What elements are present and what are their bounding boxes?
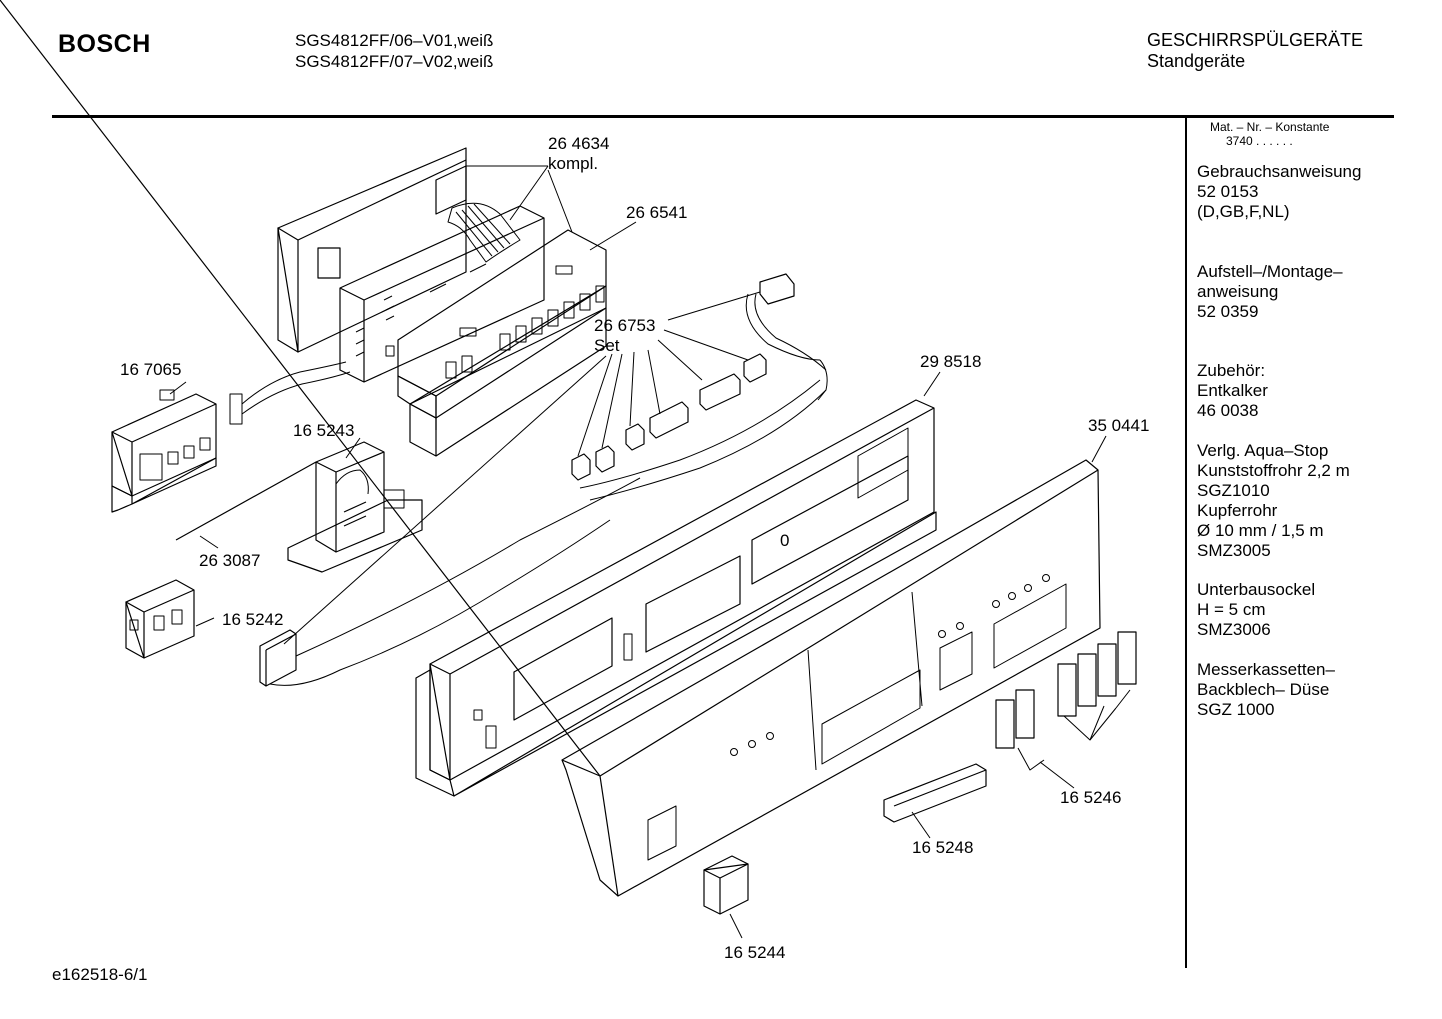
- leader-lines: [170, 166, 1106, 938]
- sidebar-line: SMZ3006: [1197, 620, 1271, 639]
- callout-350441: 35 0441: [1088, 416, 1150, 435]
- callout-165246: 16 5246: [1060, 788, 1122, 807]
- sidebar-line: Verlg. Aqua–Stop: [1197, 441, 1329, 460]
- ribbon-cable: [448, 203, 520, 262]
- program-buttons: [996, 632, 1136, 770]
- document-id: e162518-6/1: [52, 965, 148, 984]
- sidebar-line: Unterbausockel: [1197, 580, 1316, 599]
- category-sub: Standgeräte: [1147, 51, 1246, 71]
- sidebar-line: Backblech– Düse: [1197, 680, 1330, 699]
- sidebar-divider: [1185, 118, 1187, 968]
- sensor-bracket: [288, 442, 422, 572]
- callout-264634: 26 4634 kompl.: [548, 134, 609, 174]
- part-note: kompl.: [548, 154, 599, 173]
- sidebar-line: 46 0038: [1197, 401, 1259, 420]
- mat-nr-label: Mat. – Nr. – Konstante: [1210, 120, 1330, 134]
- part-note: Set: [594, 336, 620, 355]
- mat-nr-block: Mat. – Nr. – Konstante 3740 . . . . . .: [1210, 120, 1329, 148]
- sidebar-line: (D,GB,F,NL): [1197, 202, 1290, 221]
- callout-298518: 29 8518: [920, 352, 982, 371]
- sidebar-line: Zubehör:: [1197, 361, 1266, 380]
- part-number: 26 4634: [548, 134, 610, 153]
- model-line: SGS4812FF/07–V02,weiß: [295, 52, 494, 71]
- sidebar-line: SGZ 1000: [1197, 700, 1275, 719]
- callout-165242: 16 5242: [222, 610, 284, 629]
- strip-cover: [884, 764, 986, 822]
- sidebar-line: Kupferrohr: [1197, 501, 1278, 520]
- category-main: GESCHIRRSPÜLGERÄTE: [1147, 30, 1364, 50]
- connector-set: [260, 274, 827, 686]
- callout-266753: 26 6753 Set: [594, 316, 655, 356]
- sidebar-line: Entkalker: [1197, 381, 1268, 400]
- sidebar-line: Aufstell–/Montage–: [1197, 262, 1343, 281]
- exploded-view-drawing: [0, 0, 1180, 1019]
- callout-167065: 16 7065: [120, 360, 182, 379]
- model-line: SGS4812FF/06–V01,weiß: [295, 31, 494, 50]
- sidebar-section-manual: Gebrauchsanweisung 52 0153 (D,GB,F,NL): [1197, 162, 1397, 222]
- panel-digit-label: 0: [780, 531, 790, 550]
- callout-165244: 16 5244: [724, 943, 786, 962]
- sidebar-section-aquastop: Verlg. Aqua–Stop Kunststoffrohr 2,2 m SG…: [1197, 441, 1397, 561]
- category-title: GESCHIRRSPÜLGERÄTE Standgeräte: [1147, 30, 1363, 72]
- sidebar-line: 52 0153: [1197, 182, 1259, 201]
- sidebar-line: 52 0359: [1197, 302, 1259, 321]
- brand-logo: BOSCH: [58, 30, 151, 58]
- sidebar-section-accessories: Zubehör: Entkalker 46 0038: [1197, 361, 1397, 421]
- key-module: [386, 230, 606, 456]
- sidebar-line: Kunststoffrohr 2,2 m: [1197, 461, 1350, 480]
- sidebar-line: H = 5 cm: [1197, 600, 1266, 619]
- sidebar-line: anweisung: [1197, 282, 1279, 301]
- sidebar-section-base: Unterbausockel H = 5 cm SMZ3006: [1197, 580, 1397, 640]
- sidebar-line: Messerkassetten–: [1197, 660, 1335, 679]
- display-sensor-unit: [112, 362, 350, 512]
- part-number: 26 6753: [594, 316, 656, 335]
- callout-266541: 26 6541: [626, 203, 688, 222]
- sidebar-line: SGZ1010: [1197, 481, 1270, 500]
- sidebar-line: Gebrauchsanweisung: [1197, 162, 1362, 181]
- relay-component: [126, 580, 194, 658]
- callout-165248: 16 5248: [912, 838, 974, 857]
- control-module-frame: [278, 148, 466, 352]
- sidebar-line: SMZ3005: [1197, 541, 1271, 560]
- header-divider: [52, 115, 1394, 118]
- cube-part: [704, 856, 748, 914]
- circuit-board: [340, 206, 544, 382]
- sidebar-line: Ø 10 mm / 1,5 m: [1197, 521, 1324, 540]
- callout-263087: 26 3087: [199, 551, 261, 570]
- inner-panel-frame: [416, 400, 936, 796]
- callout-165243: 16 5243: [293, 421, 355, 440]
- mat-nr-value: 3740 . . . . . .: [1226, 134, 1293, 148]
- model-list: SGS4812FF/06–V01,weiß SGS4812FF/07–V02,w…: [295, 30, 493, 72]
- front-fascia: [0, 0, 1100, 896]
- sidebar-section-installation: Aufstell–/Montage– anweisung 52 0359: [1197, 262, 1397, 322]
- sidebar-section-cassettes: Messerkassetten– Backblech– Düse SGZ 100…: [1197, 660, 1397, 720]
- wire-part: [176, 462, 316, 540]
